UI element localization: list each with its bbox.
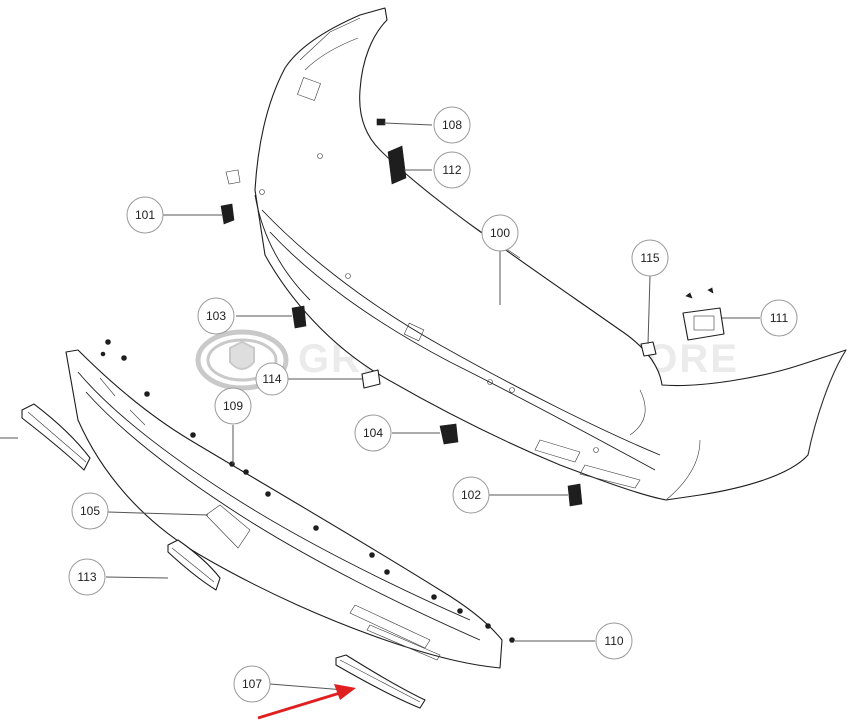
part-102-bracket <box>567 483 583 507</box>
callout-103-label: 103 <box>206 309 226 323</box>
callout-114: 114 <box>255 362 289 396</box>
part-101-bracket <box>220 169 241 225</box>
callout-110: 110 <box>595 622 633 660</box>
highlight-arrow <box>257 684 356 720</box>
part-112-bracket <box>387 145 407 185</box>
callout-102: 102 <box>452 476 490 514</box>
callout-108-label: 108 <box>442 118 462 132</box>
callout-115: 115 <box>631 239 669 277</box>
leader-lines <box>0 122 760 691</box>
fasteners-group <box>100 339 515 643</box>
part-111-sensor-bracket <box>682 287 725 341</box>
callout-102-label: 102 <box>461 488 481 502</box>
callout-101-label: 101 <box>135 208 155 222</box>
callout-100-label: 100 <box>490 226 510 240</box>
callout-110-label: 110 <box>604 634 623 648</box>
part-108-clip <box>376 118 386 126</box>
part-113-reflector <box>167 539 221 591</box>
callout-104-label: 104 <box>363 426 383 440</box>
callout-112-label: 112 <box>442 163 461 177</box>
callout-107-label: 107 <box>242 677 262 691</box>
callout-112: 112 <box>433 151 471 189</box>
callout-101: 101 <box>126 196 164 234</box>
callout-108: 108 <box>433 106 471 144</box>
part-104-bracket <box>439 423 459 445</box>
callout-109: 109 <box>214 387 252 425</box>
callout-109-label: 109 <box>223 399 243 413</box>
callout-111-label: 111 <box>770 311 789 325</box>
part-left-reflector <box>21 403 91 471</box>
callout-105-label: 105 <box>80 504 100 518</box>
part-100-bumper-cover <box>254 7 847 501</box>
callout-100: 100 <box>481 214 519 252</box>
part-115-clip <box>640 341 657 357</box>
callout-104: 104 <box>354 414 392 452</box>
callout-111: 111 <box>760 299 798 337</box>
part-114-bracket <box>361 369 381 389</box>
callout-115-label: 115 <box>640 251 659 265</box>
callout-113: 113 <box>68 558 106 596</box>
callout-107: 107 <box>233 665 271 703</box>
callout-114-label: 114 <box>262 372 281 386</box>
callout-105: 105 <box>71 492 109 530</box>
part-107-reflector <box>335 654 426 709</box>
part-105-lower-valance <box>65 349 503 669</box>
part-103-bracket <box>291 305 307 329</box>
callout-113-label: 113 <box>77 570 96 584</box>
callout-103: 103 <box>197 297 235 335</box>
